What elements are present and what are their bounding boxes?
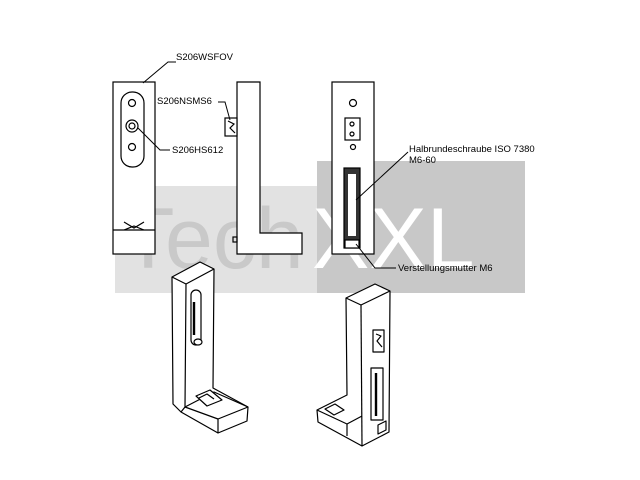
back-view-adjust-nut — [344, 239, 360, 249]
leader-bolt — [355, 151, 409, 201]
iso-right-outline — [316, 283, 391, 447]
side-view-foot-notch — [232, 236, 238, 243]
iso-right-front-edge — [360, 304, 363, 447]
leader-adjust-nut — [355, 243, 396, 269]
iso-left-hole — [193, 338, 203, 346]
back-view — [331, 81, 375, 255]
front-view-cross-b — [123, 225, 145, 231]
iso-left-foot-edge — [184, 391, 249, 408]
leader-lines — [137, 61, 409, 269]
side-view-nut-detail — [227, 120, 236, 134]
back-view-nut-hole-a — [349, 121, 355, 127]
front-view-body — [112, 81, 156, 255]
leader-profile — [142, 61, 176, 84]
label-profile: S206WSFOV — [176, 52, 234, 63]
side-view-body — [236, 81, 303, 255]
label-bolt: Halbrundeschraube ISO 7380 M6-60 — [409, 144, 535, 166]
iso-right-nut-detail — [375, 333, 383, 348]
iso-left-foot-detail — [198, 393, 215, 400]
isometric-view-right — [316, 283, 391, 447]
back-view-bolt — [348, 174, 356, 236]
iso-right-nut-window — [372, 329, 385, 353]
leader-screw — [137, 127, 170, 151]
front-view-cross-a — [123, 221, 145, 229]
label-bolt-line1: Halbrundeschraube ISO 7380 — [409, 144, 535, 155]
label-nut: S206NSMS6 — [157, 96, 212, 107]
front-view-screw-head — [125, 119, 139, 133]
back-view-nut-window — [344, 117, 361, 141]
label-bolt-line2: M6-60 — [409, 155, 436, 166]
back-view-nut-hole-b — [349, 131, 355, 137]
front-view — [112, 81, 156, 255]
iso-left-foot-top — [217, 406, 249, 420]
back-view-hole-top — [348, 98, 358, 108]
front-view-hole-top — [127, 98, 137, 108]
iso-left-slot — [190, 289, 202, 346]
isometric-view-left — [171, 261, 249, 434]
label-screw: S206HS612 — [172, 145, 224, 156]
iso-right-adjust-nut — [377, 420, 387, 435]
back-view-hole-mid — [349, 143, 357, 151]
leader-nut — [218, 101, 231, 121]
front-view-screw-socket — [128, 122, 136, 130]
iso-left-foot-recess — [195, 389, 223, 407]
iso-left-top-edge — [185, 268, 215, 285]
front-view-slot — [120, 91, 145, 168]
label-adjust-nut: Verstellungsmutter M6 — [398, 263, 493, 274]
side-view — [224, 81, 303, 255]
front-view-hole-bottom — [127, 142, 137, 152]
iso-left-edge — [171, 276, 187, 413]
iso-right-foot-recess — [324, 403, 345, 416]
